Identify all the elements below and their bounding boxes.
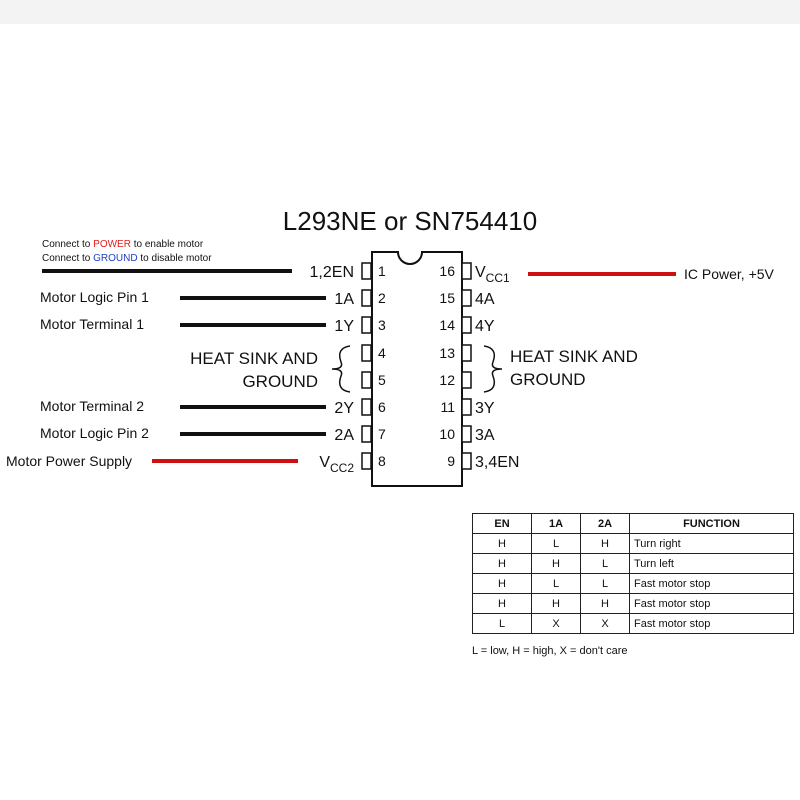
cell-1a: H [531,553,581,574]
cell-1a: L [531,573,581,594]
pin-5-lead [361,371,372,389]
label-motor-power-supply: Motor Power Supply [6,453,132,469]
cell-en: H [472,533,532,554]
table-row: L X X Fast motor stop [472,613,794,634]
pin-3-number: 3 [378,317,386,333]
header-2a: 2A [580,513,630,534]
table-row: H H L Turn left [472,553,794,574]
heat-sink-right-line-2: GROUND [510,370,586,389]
heat-sink-right-line-1: HEAT SINK AND [510,347,638,366]
pin-10-lead [461,425,472,443]
table-row: H H H Fast motor stop [472,593,794,614]
cell-2a: X [580,613,630,634]
heat-sink-left-line-2: GROUND [242,372,318,391]
pin-5-number: 5 [378,372,386,388]
enable-note-line-2: Connect to GROUND to disable motor [42,253,212,264]
pin-7-lead [361,425,372,443]
pin-16-label: VCC1 [475,264,510,285]
pin-11-number: 11 [440,399,455,415]
pin-10-number: 10 [439,426,455,442]
cell-en: L [472,613,532,634]
chip-body [371,251,463,487]
label-motor-terminal-1: Motor Terminal 1 [40,316,144,332]
pin-6-number: 6 [378,399,386,415]
pin-6-lead [361,398,372,416]
pin-16-lead [461,262,472,280]
pin-3-label: 1Y [334,318,354,335]
pin-2-label: 1A [334,291,354,308]
cell-function: Fast motor stop [629,613,794,634]
cell-en: H [472,593,532,614]
heat-sink-left-line-1: HEAT SINK AND [190,349,318,368]
cell-function: Turn left [629,553,794,574]
pin-16-number: 16 [439,263,455,279]
pin-15-label: 4A [475,291,495,308]
pin-7-number: 7 [378,426,386,442]
header-en: EN [472,513,532,534]
table-row: H L L Fast motor stop [472,573,794,594]
cell-en: H [472,573,532,594]
pin-8-lead [361,452,372,470]
pin-11-lead [461,398,472,416]
pin-14-lead [461,316,472,334]
pin-8-label: VCC2 [319,454,354,475]
pin-6-label: 2Y [334,400,354,417]
pin-14-label: 4Y [475,318,495,335]
truth-table-legend: L = low, H = high, X = don't care [472,645,628,657]
cell-1a: H [531,593,581,614]
pin-2-lead [361,289,372,307]
cell-2a: H [580,593,630,614]
header-1a: 1A [531,513,581,534]
label-motor-logic-pin-1: Motor Logic Pin 1 [40,289,149,305]
top-bar [0,0,800,24]
cell-2a: H [580,533,630,554]
cell-function: Fast motor stop [629,573,794,594]
pin-1-number: 1 [378,263,386,279]
pin-15-lead [461,289,472,307]
pin-3-lead [361,316,372,334]
pin-12-number: 12 [439,372,455,388]
cell-function: Turn right [629,533,794,554]
pin-10-label: 3A [475,427,495,444]
pin-9-number: 9 [447,453,455,469]
pin-9-label: 3,4EN [475,454,519,471]
cell-1a: X [531,613,581,634]
pin-4-number: 4 [378,345,386,361]
label-ic-power: IC Power, +5V [684,266,775,282]
pin-15-number: 15 [439,290,455,306]
header-function: FUNCTION [629,513,794,534]
pin-8-number: 8 [378,453,386,469]
right-brace [483,345,503,393]
pin-14-number: 14 [439,317,455,333]
chip-title: L293NE or SN754410 [283,206,537,236]
pin-9-lead [461,452,472,470]
pin-11-label: 3Y [475,400,495,417]
pin-4-lead [361,344,372,362]
cell-function: Fast motor stop [629,593,794,614]
truth-table-header: EN 1A 2A FUNCTION [472,513,794,534]
label-motor-terminal-2: Motor Terminal 2 [40,398,144,414]
cell-en: H [472,553,532,574]
cell-2a: L [580,553,630,574]
cell-1a: L [531,533,581,554]
pin-1-lead [361,262,372,280]
pin-1-label: 1,2EN [310,264,354,281]
table-row: H L H Turn right [472,533,794,554]
pin-7-label: 2A [334,427,354,444]
pin-13-lead [461,344,472,362]
truth-table: EN 1A 2A FUNCTION H L H Turn right H H L… [472,513,794,634]
pin-13-number: 13 [439,345,455,361]
label-motor-logic-pin-2: Motor Logic Pin 2 [40,425,149,441]
pin-12-lead [461,371,472,389]
left-brace [331,345,351,393]
enable-note-line-1: Connect to POWER to enable motor [42,239,204,250]
pin-2-number: 2 [378,290,386,306]
cell-2a: L [580,573,630,594]
